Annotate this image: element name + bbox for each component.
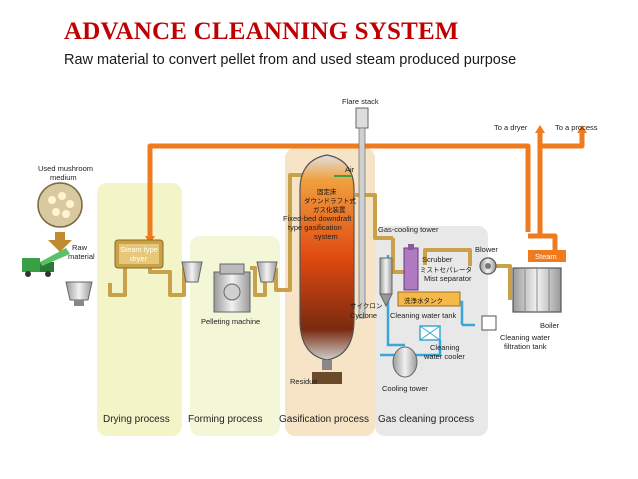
label-cleaning-cooler-2: water cooler	[423, 352, 465, 361]
label-gasifier-jp-2: ダウンドラフト式	[304, 196, 357, 205]
label-residue: Residue	[290, 377, 318, 386]
label-steam-dryer-2: dryer	[130, 254, 148, 263]
label-gasifier-en-3: system	[314, 232, 338, 241]
filtration-tank	[481, 315, 497, 331]
label-scrubber: Scrubber	[422, 255, 453, 264]
blower	[479, 257, 497, 275]
label-used-mushroom-1: Used mushroom	[38, 164, 93, 173]
used-mushroom-medium	[37, 182, 83, 228]
label-gasifier-en-1: Fixed-bed downdraft	[283, 214, 352, 223]
drying-zone	[97, 183, 182, 436]
label-pelleting-machine: Pelleting machine	[201, 317, 260, 326]
gasifier	[299, 154, 355, 384]
label-gasifier-en-2: type gasification	[288, 223, 342, 232]
feed-arrow	[48, 232, 72, 252]
label-cooling-tower: Cooling tower	[382, 384, 428, 393]
label-boiler: Boiler	[540, 321, 560, 330]
label-gas-cooling-tower: Gas-cooling tower	[378, 225, 439, 234]
label-cleaning-water-tank: Cleaning water tank	[390, 311, 457, 320]
cooling-tower	[392, 346, 418, 378]
label-steam: Steam	[535, 252, 557, 261]
label-to-dryer: To a dryer	[494, 123, 528, 132]
cyclone	[379, 257, 393, 308]
arrow-to-process	[577, 125, 587, 133]
steam-box	[528, 250, 566, 262]
cleaning-water-tank	[397, 291, 461, 307]
label-to-process: To a process	[555, 123, 598, 132]
label-raw-1: Raw	[72, 243, 88, 252]
label-cleaning-cooler-1: Cleaning	[430, 343, 460, 352]
label-filtration-2: filtration tank	[504, 342, 547, 351]
cleaning-water-cooler	[419, 325, 441, 341]
label-cyclone: Cyclone	[350, 311, 377, 320]
forming-hopper-1	[181, 261, 203, 283]
stage-drying: Drying process	[103, 414, 170, 425]
pelleting-machine	[213, 263, 251, 313]
stage-gasification: Gasification process	[279, 414, 369, 425]
stage-gas-cleaning: Gas cleaning process	[378, 414, 474, 425]
label-gasifier-jp-3: ガス化装置	[313, 205, 346, 214]
boiler	[512, 267, 562, 313]
steam-dryer	[114, 239, 164, 269]
scrubber	[403, 244, 419, 291]
label-wash-tank-jp: 洗浄水タンク	[404, 296, 443, 305]
forming-zone	[190, 236, 280, 436]
slide-title: ADVANCE CLEANNING SYSTEM	[64, 18, 459, 45]
label-air: Air	[345, 165, 355, 174]
label-mist-separator: Mist separator	[424, 274, 472, 283]
label-raw-2: material	[68, 252, 95, 261]
label-blower: Blower	[475, 245, 498, 254]
label-flare-stack: Flare stack	[342, 97, 379, 106]
stage-forming: Forming process	[188, 414, 262, 425]
flare-stack	[355, 107, 369, 319]
label-steam-dryer-1: Steam type	[120, 245, 158, 254]
label-filtration-1: Cleaning water	[500, 333, 551, 342]
slide-subtitle: Raw material to convert pellet from and …	[64, 52, 517, 68]
label-mist-jp: ミストセパレータ	[420, 265, 472, 274]
label-used-mushroom-2: medium	[50, 173, 77, 182]
label-cyclone-jp: サイクロン	[350, 302, 382, 310]
raw-material-hopper	[65, 281, 93, 306]
truck-icon	[22, 248, 70, 277]
label-gasifier-jp-1: 固定床	[317, 187, 337, 196]
forming-hopper-2	[256, 261, 278, 283]
arrow-to-dryer	[535, 125, 545, 133]
